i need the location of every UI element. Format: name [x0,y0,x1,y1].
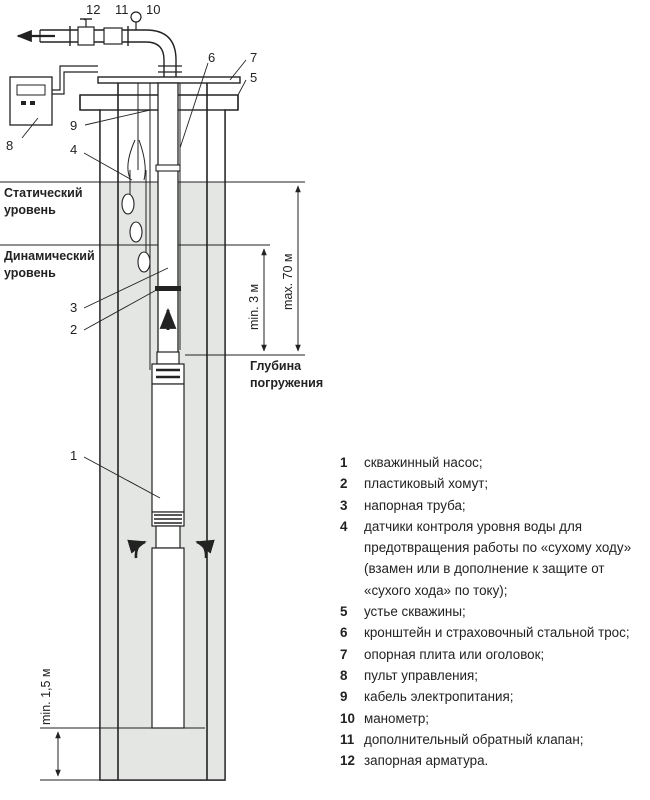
legend-item: 8 пульт управления; [340,665,648,686]
leader-lines [21,18,247,499]
legend-text: дополнительный обратный клапан; [364,731,584,747]
label-1: 1 [70,448,77,463]
label-5: 5 [250,70,257,85]
legend-item: 9 кабель электропитания; [340,686,648,707]
legend-item: 11 дополнительный обратный клапан; [340,729,648,750]
legend-text: устье скважины; [364,604,466,620]
label-10: 10 [146,2,160,17]
legend-number: 11 [340,731,355,747]
legend-number: 8 [340,667,348,683]
legend-number: 9 [340,689,348,705]
label-12: 12 [86,2,100,17]
support-plate [97,76,241,84]
legend-item: 7 опорная плита или оголовок; [340,644,648,665]
legend-item: 5 устье скважины; [340,601,648,622]
max-depth-label: max. 70 м [281,253,295,310]
legend-item: 6 кронштейн и страховочный стальной трос; [340,622,648,643]
static-level-label-line1: Статический [4,186,83,200]
immersion-label-line2: погружения [250,376,323,390]
legend-number: 7 [340,646,348,662]
legend-text: запорная арматура. [364,753,489,769]
pressure-pipe [155,82,181,356]
legend-text: напорная труба; [364,497,466,513]
legend-text: кабель электропитания; [364,689,514,705]
label-3: 3 [70,300,77,315]
legend-number: 1 [340,455,348,470]
legend-item: 12 запорная арматура. [340,750,648,771]
label-9: 9 [70,118,77,133]
legend: 1 скважинный насос; 2 пластиковый хомут; 3 на… [340,452,648,771]
legend-text: пластиковый хомут; [364,476,489,492]
legend-item: 2 пластиковый хомут; [340,473,648,494]
min-bottom-label: min. 1,5 м [39,668,53,725]
label-2: 2 [70,322,77,337]
submersible-pump [127,351,215,729]
level-sensors [121,83,151,273]
control-panel [9,65,98,126]
discharge-piping [39,11,182,77]
legend-number: 2 [340,476,348,492]
label-4: 4 [70,142,77,157]
legend-item: 10 манометр; [340,708,648,729]
legend-number: 10 [340,710,355,726]
legend-number: 3 [340,497,348,513]
dynamic-level-label-line2: уровень [4,266,56,280]
well-casing [117,82,208,780]
immersion-label-line1: Глубина [250,359,302,373]
label-7: 7 [250,50,257,65]
min-submersion-label: min. 3 м [247,284,261,330]
legend-item: 1 скважинный насос; [340,452,648,473]
static-level-label-line2: уровень [4,203,56,217]
legend-text: скважинный насос; [364,455,483,470]
dynamic-level-label-line1: Динамический [4,249,95,263]
legend-text: манометр; [364,710,430,726]
legend-text: датчики контроля уровня воды для предотв… [364,518,632,598]
legend-text: пульт управления; [364,667,479,683]
label-11: 11 [115,2,129,17]
legend-item: 4 датчики контроля уровня воды для предот… [340,516,648,601]
legend-number: 5 [340,604,348,620]
label-6: 6 [208,50,215,65]
label-8: 8 [6,138,13,153]
legend-number: 6 [340,625,348,641]
legend-text: кронштейн и страховочный стальной трос; [364,625,630,641]
legend-item: 3 напорная труба; [340,495,648,516]
legend-number: 4 [340,518,348,534]
legend-number: 12 [340,753,355,769]
legend-text: опорная плита или оголовок; [364,646,545,662]
